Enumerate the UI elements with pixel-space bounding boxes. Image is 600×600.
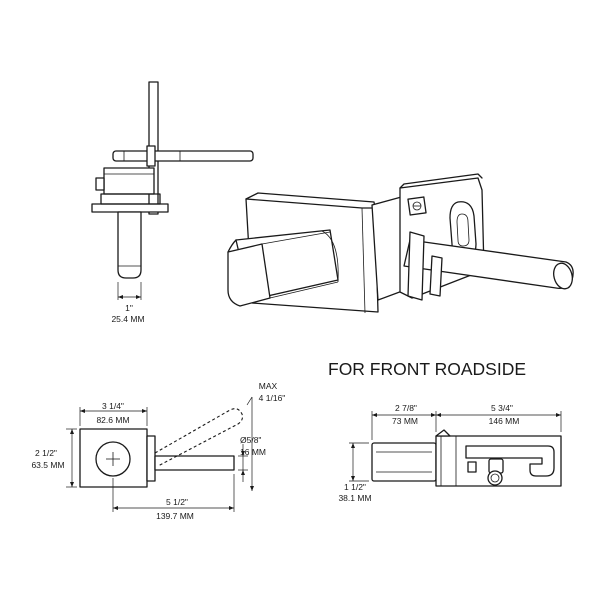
front-left-plate [371,442,437,482]
top-collar [146,435,156,482]
isometric-view [227,173,574,314]
top-view: 3 1/4" 82.6 MM 2 1/2" 63.5 MM MAX 4 1/16… [31,381,285,521]
side-housing [103,167,155,195]
top-body [79,428,148,488]
top-pin [154,455,235,471]
top-height-metric: 63.5 MM [31,460,64,470]
top-width-metric: 82.6 MM [96,415,129,425]
front-bolt-round [487,470,503,486]
top-pin-circle [95,441,131,477]
top-max-label: MAX [259,381,278,391]
side-width-imperial: 1" [125,303,133,313]
front-view: 2 7/8" 73 MM 5 3/4" 146 MM 1 1/2" 38.1 M… [338,403,562,503]
side-barrel [117,211,142,279]
side-view: 1" 25.4 MM [91,81,254,324]
top-max-value: 4 1/16" [259,393,286,403]
top-height-imperial: 2 1/2" [35,448,57,458]
top-length-metric: 139.7 MM [156,511,194,521]
front-plate-width-imperial: 2 7/8" [395,403,417,413]
top-pin-diameter-imperial: Ø5/8" [240,435,261,445]
iso-front-cap [227,243,271,307]
top-length-imperial: 5 1/2" [166,497,188,507]
top-width-imperial: 3 1/4" [102,401,124,411]
side-width-metric: 25.4 MM [111,314,144,324]
front-overall-width-metric: 146 MM [489,416,520,426]
side-clip [146,145,156,167]
side-bolt-head [95,177,105,191]
front-nut [467,461,477,473]
top-pin-diameter-metric: 16 MM [240,447,266,457]
iso-handle-collar [407,231,425,301]
front-plate-width-metric: 73 MM [392,416,418,426]
top-pin-swing [154,408,244,467]
front-height-imperial: 1 1/2" [344,482,366,492]
front-overall-width-imperial: 5 3/4" [491,403,513,413]
diagram-title: FOR FRONT ROADSIDE [328,359,526,379]
front-j-slot [465,445,555,477]
side-base-flange [91,203,169,213]
front-height-metric: 38.1 MM [338,493,371,503]
side-handle-pin [112,150,254,162]
